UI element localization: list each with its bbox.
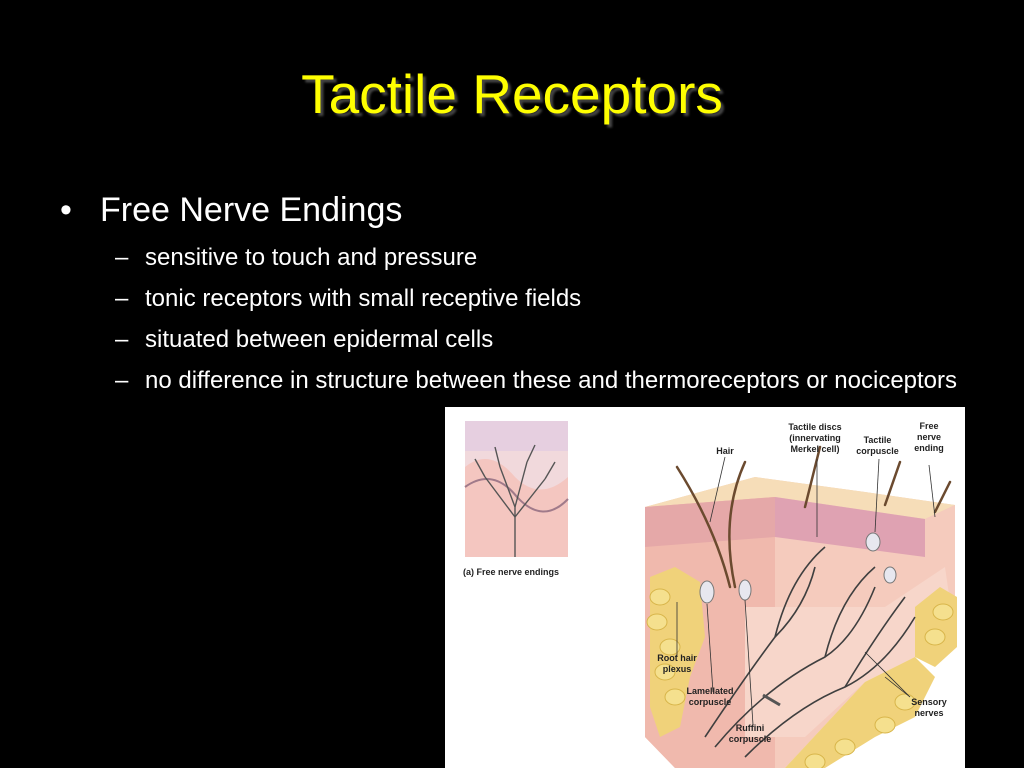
label-lamellated-corpuscle: Lamellated corpuscle: [686, 686, 734, 707]
sub-bullet-text: no difference in structure between these…: [145, 367, 958, 394]
sub-bullet-marker: –: [115, 285, 129, 312]
label-tactile-corpuscle: Tactile corpuscle: [856, 435, 899, 456]
skin-illustration: [464, 421, 957, 768]
label-sensory-nerves: Sensory nerves: [911, 697, 947, 718]
skin-receptor-diagram: (a) Free nerve endings Hair Tactile disc…: [445, 407, 965, 768]
inset-free-nerve-endings: [464, 421, 569, 557]
label-free-nerve-ending: Free nerve ending: [914, 421, 944, 453]
label-hair: Hair: [716, 446, 734, 456]
sub-bullet-marker: –: [115, 244, 129, 271]
label-root-hair-plexus: Root hair plexus: [657, 653, 697, 674]
bullet-text: Free Nerve Endings: [100, 191, 403, 229]
caption-free-nerve-endings: (a) Free nerve endings: [463, 567, 560, 577]
slide-title: Tactile Receptors: [301, 63, 723, 125]
skin-block: [645, 445, 957, 768]
label-tactile-discs: Tactile discs (innervating Merkel cell): [788, 422, 842, 454]
sub-bullet-marker: –: [115, 326, 129, 353]
sub-bullet-marker: –: [115, 367, 129, 394]
bullet-marker: •: [60, 191, 72, 229]
label-ruffini-corpuscle: Ruffini corpuscle: [728, 723, 772, 744]
sub-bullet-text: situated between epidermal cells: [145, 326, 494, 353]
sub-bullet-text: tonic receptors with small receptive fie…: [145, 285, 582, 312]
sub-bullet-text: sensitive to touch and pressure: [145, 244, 478, 271]
